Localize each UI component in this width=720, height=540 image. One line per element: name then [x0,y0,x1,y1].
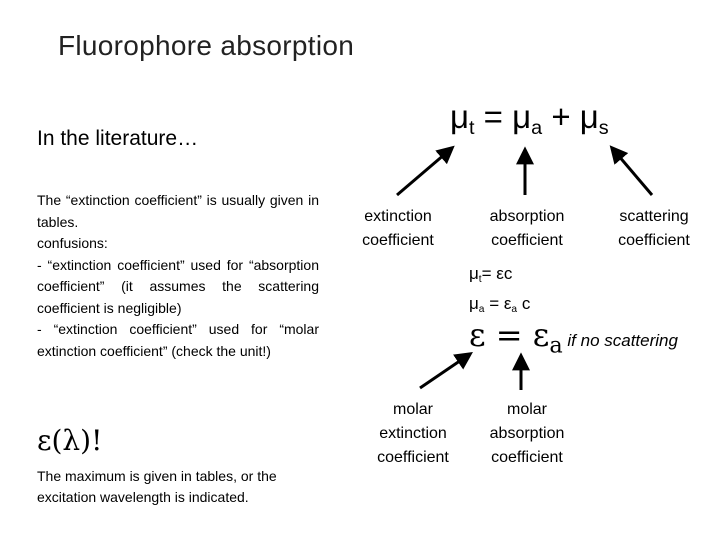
arrow-molar-extinction [419,351,473,390]
arrow-extinction [396,145,455,197]
arrow-scattering [609,145,654,196]
main-equation: μt = μa + μs [450,98,609,139]
epsilon-equation: ε = εa if no scattering [469,316,678,359]
mu-a-equation: μa = εa c [469,294,531,316]
label-extinction-coefficient: extinction coefficient [362,208,434,249]
epsilon-lambda: ε(λ)! [37,424,103,457]
label-absorption-coefficient: absorption coefficient [489,208,565,249]
explanation-paragraph: The “extinction coefficient” is usually … [37,192,319,359]
label-scattering-coefficient: scattering coefficient [618,208,690,249]
label-molar-extinction-coefficient: molar extinction coefficient [377,401,449,466]
slide-title: Fluorophore absorption [58,30,355,61]
subtitle: In the literature… [37,127,199,150]
mu-t-equation: μt= εc [469,264,513,286]
bottom-note: The maximum is given in tables, or the e… [37,468,277,505]
no-scattering-note: if no scattering [562,331,678,350]
small-equations: μt= εc μa = εa c [469,262,530,322]
label-molar-absorption-coefficient: molar absorption coefficient [489,401,565,466]
